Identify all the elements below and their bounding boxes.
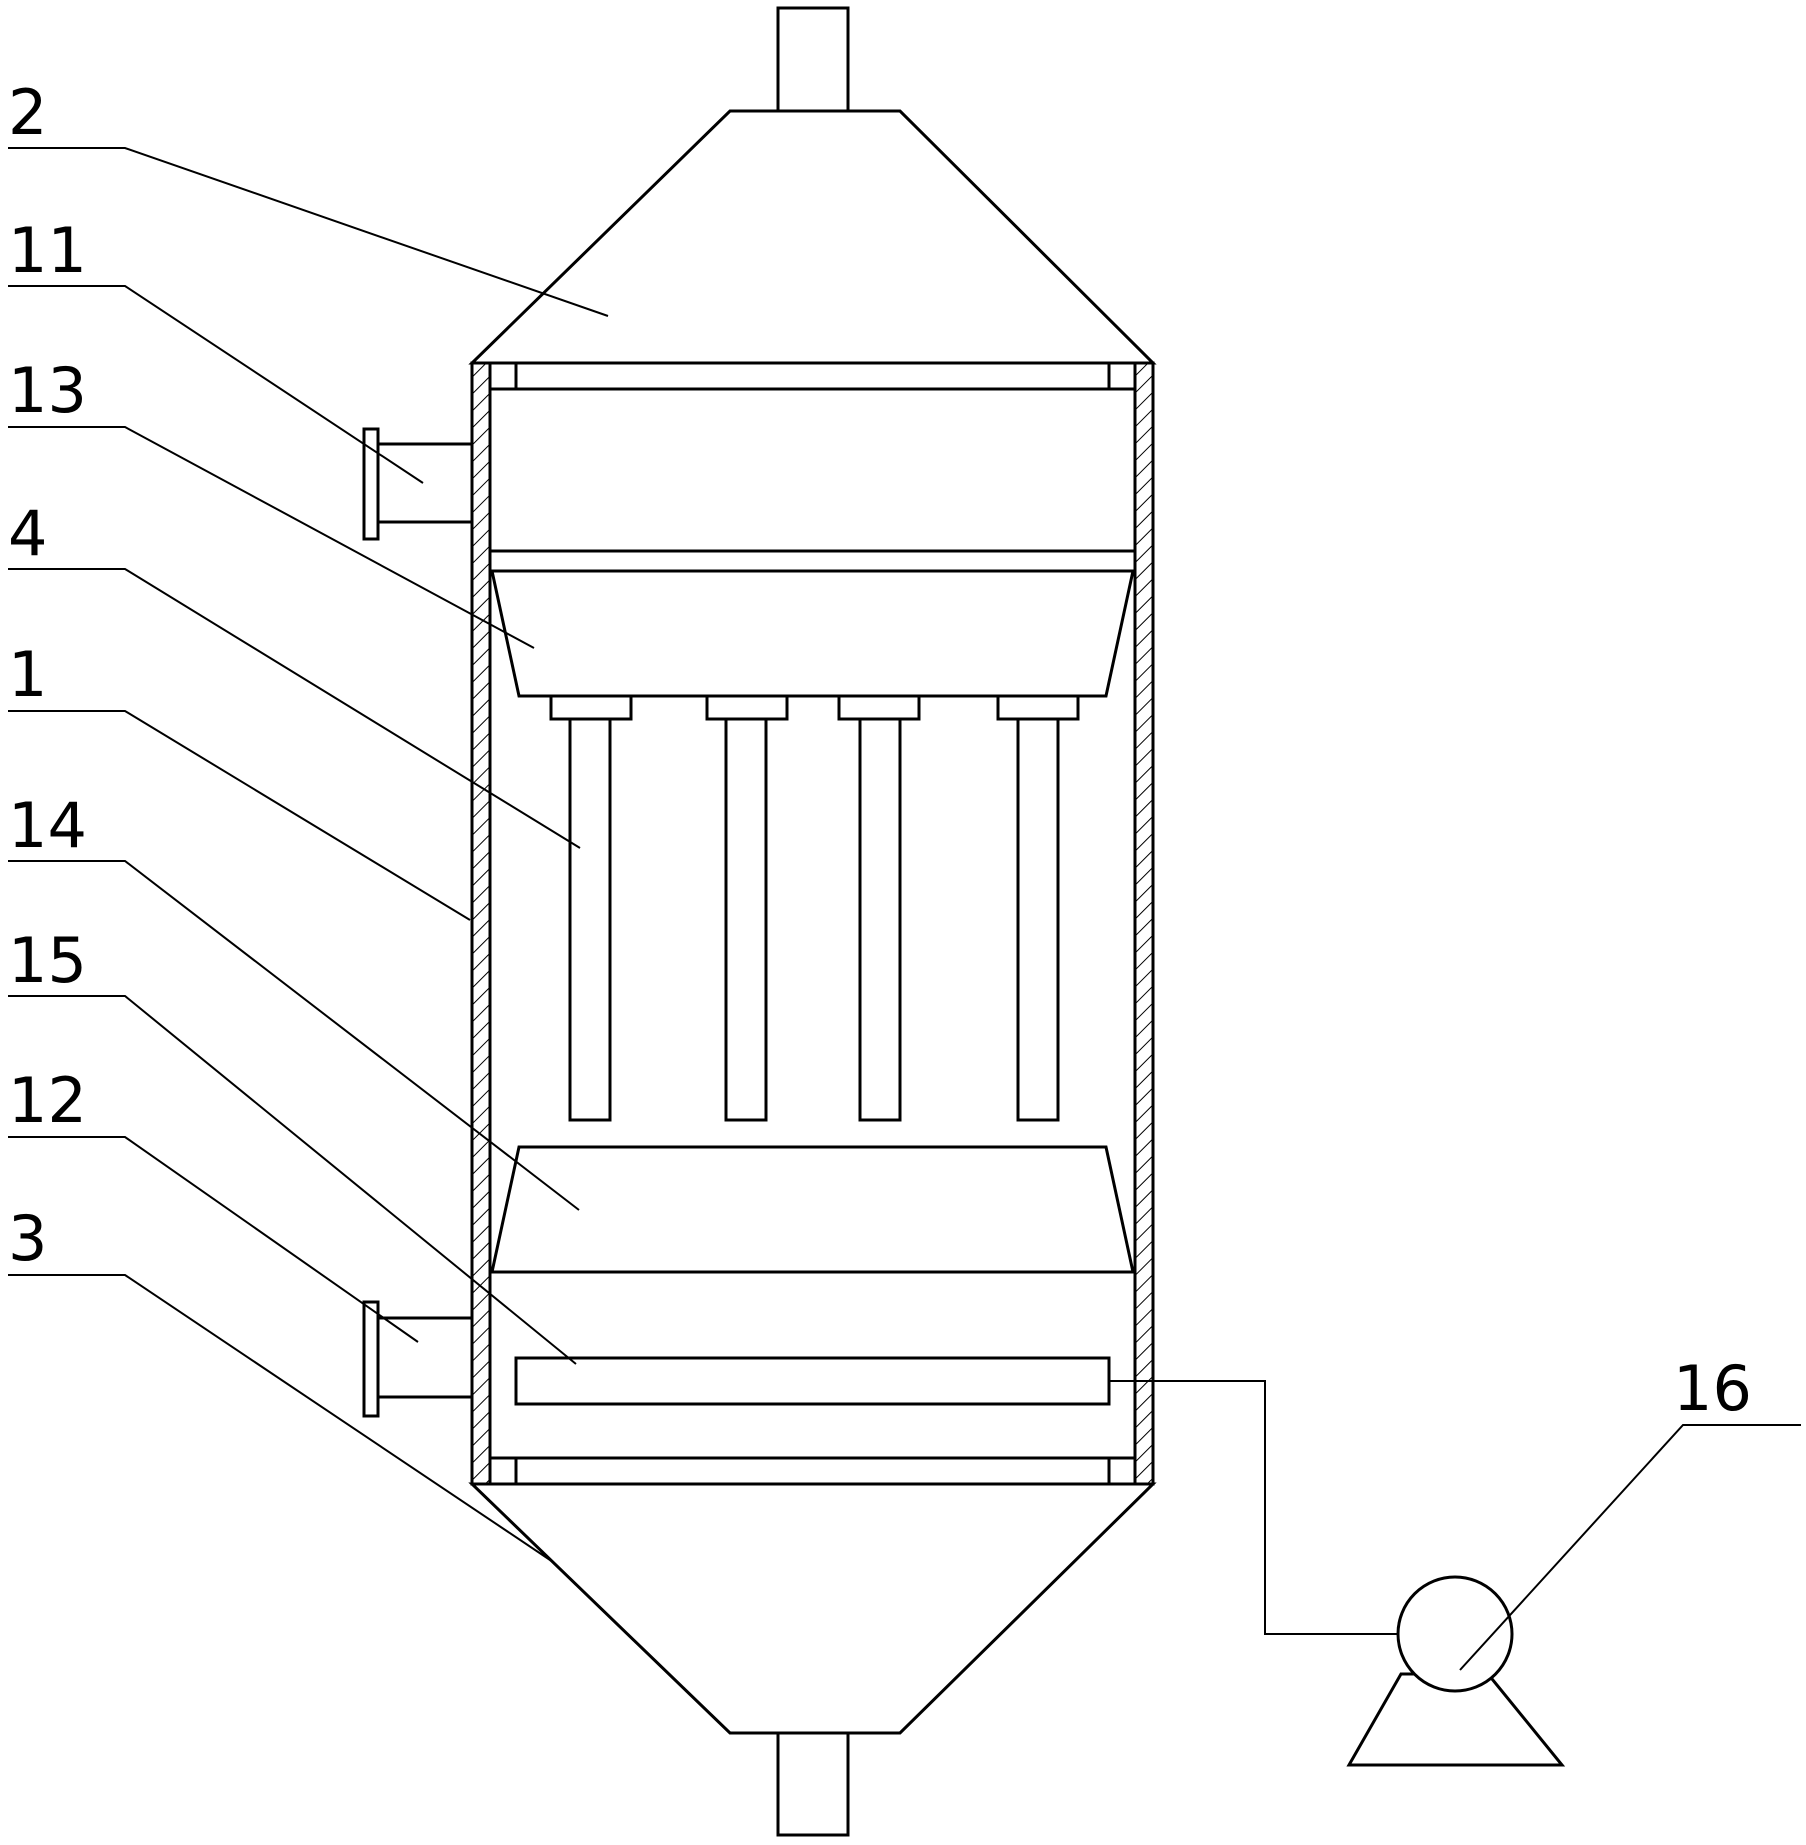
upper-chamber <box>488 387 1137 553</box>
leader-lines <box>8 147 1801 1671</box>
heat-exchange-tubes <box>568 717 1060 1122</box>
lower-side-nozzle <box>362 1300 472 1418</box>
label-13: 13 <box>8 354 87 427</box>
right-wall-hatch <box>1133 361 1155 1486</box>
air-supply-line <box>1109 1380 1398 1635</box>
air-pump <box>1346 1575 1566 1767</box>
label-14: 14 <box>8 789 87 862</box>
label-1: 1 <box>8 638 47 711</box>
tube-nozzles <box>549 694 1080 721</box>
label-15: 15 <box>8 924 87 997</box>
upper-side-nozzle <box>362 427 472 541</box>
bottom-outlet-pipe <box>776 1731 850 1837</box>
label-3: 3 <box>8 1202 47 1275</box>
label-4: 4 <box>8 497 47 570</box>
label-11: 11 <box>8 214 87 287</box>
top-outlet-pipe <box>776 6 850 113</box>
aeration-pipe <box>514 1356 1111 1406</box>
label-12: 12 <box>8 1064 87 1137</box>
top-cone-head <box>468 109 1157 365</box>
left-wall-hatch <box>470 361 492 1486</box>
label-2: 2 <box>8 76 47 149</box>
label-16: 16 <box>1673 1352 1752 1425</box>
upper-distributor <box>490 569 1135 698</box>
lower-distributor <box>490 1145 1135 1274</box>
bottom-cone-head <box>468 1482 1157 1735</box>
